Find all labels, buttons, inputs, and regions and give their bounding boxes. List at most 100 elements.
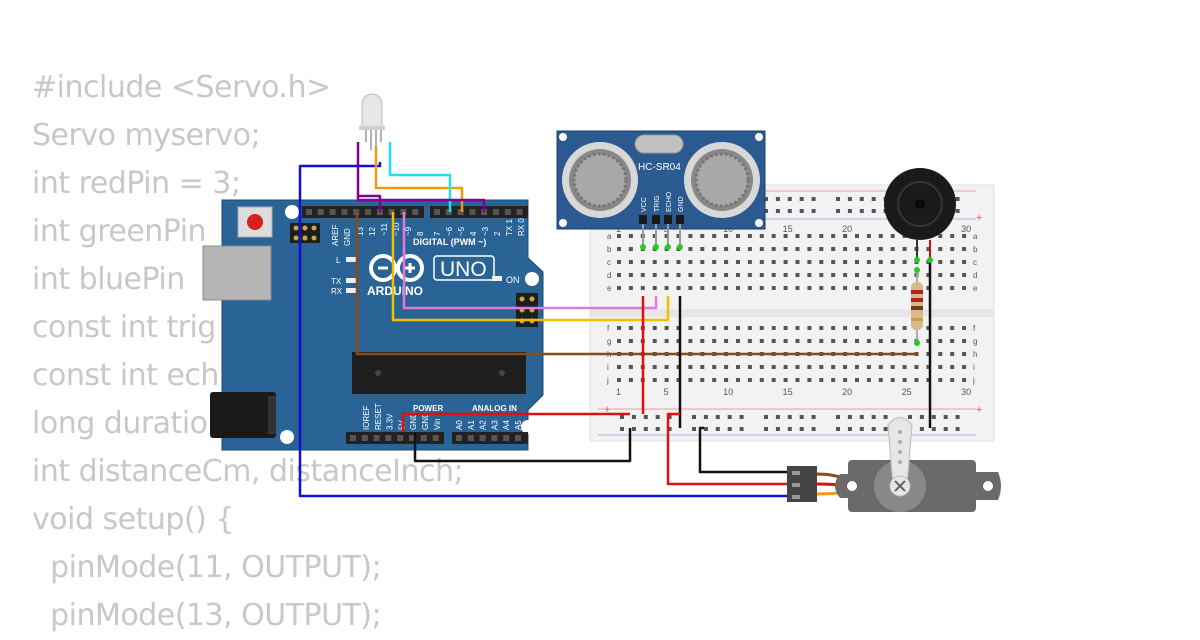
arduino-uno: L TX RX ON UNO ARDUINO DIGITAL (PWM ~) P…	[202, 199, 544, 451]
rail-plus-label-bottom: +	[976, 404, 982, 416]
row-label: e	[973, 284, 978, 293]
code-line: const int ech	[32, 358, 219, 393]
arduino-logo	[369, 254, 424, 282]
row-label: d	[607, 271, 611, 280]
code-listing: #include <Servo.h> Servo myservo; int redP…	[32, 64, 464, 640]
wire-red-5v	[401, 412, 630, 432]
row-label: c	[973, 258, 977, 267]
digital-pin-label: ~3	[481, 226, 490, 236]
digital-pin-label: ~10	[392, 222, 401, 236]
sensor-transducer-left	[562, 142, 638, 218]
code-line: void setup() {	[32, 502, 234, 537]
tx-led-label: TX	[331, 277, 342, 286]
digital-pin-label: ~6	[445, 226, 454, 236]
servo-connector	[787, 466, 817, 502]
reset-button-cap	[247, 214, 263, 230]
wire-purple	[356, 142, 382, 212]
row-label: i	[607, 363, 609, 372]
digital-pin-label: ~9	[404, 226, 413, 236]
column-number: 30	[961, 224, 971, 234]
sensor-pin-label: ECHO	[666, 191, 673, 212]
power-pin-label: Vin	[433, 419, 442, 430]
wire-blue	[298, 162, 790, 498]
column-number: 1	[616, 387, 621, 397]
code-line: pinMode(13, OUTPUT);	[32, 598, 382, 633]
analog-pin-label: A2	[479, 420, 488, 430]
code-line: int redPin = 3;	[32, 166, 241, 201]
column-number: 20	[842, 387, 852, 397]
power-pin-label: GND	[421, 412, 430, 430]
digital-pin-label: RX 0	[517, 218, 526, 236]
row-label: c	[607, 258, 611, 267]
row-label: e	[607, 284, 612, 293]
sensor-label: HC-SR04	[638, 162, 681, 173]
digital-label: DIGITAL (PWM ~)	[413, 237, 486, 247]
rail-plus-label: +	[976, 212, 982, 224]
wires	[298, 142, 932, 498]
code-line: #include <Servo.h>	[32, 70, 331, 105]
column-number: 15	[783, 224, 793, 234]
on-led-label: ON	[506, 275, 520, 285]
row-label: b	[973, 245, 978, 254]
analog-pin-label: A1	[467, 420, 476, 430]
digital-pin-label: 2	[493, 231, 502, 236]
row-label: d	[973, 271, 977, 280]
row-label: i	[973, 363, 975, 372]
power-jack	[210, 392, 276, 438]
sensor-pin-label: GND	[678, 196, 685, 212]
row-label: h	[973, 350, 977, 359]
row-label: g	[973, 337, 977, 346]
row-label: f	[607, 324, 610, 333]
row-label: a	[607, 232, 612, 241]
sensor-pin-label: TRIG	[654, 195, 661, 212]
analog-pin-label: A5	[514, 420, 523, 430]
code-line: const int trig	[32, 310, 216, 345]
column-number: 5	[664, 387, 669, 397]
digital-pin-label: 12	[368, 227, 377, 236]
usb-connector	[202, 245, 272, 301]
board-model: UNO	[440, 258, 487, 281]
gnd-label: GND	[343, 228, 352, 246]
digital-pin-label: ~5	[457, 226, 466, 236]
code-line: Servo myservo;	[32, 118, 261, 153]
row-label: b	[607, 245, 612, 254]
digital-pin-label: TX 1	[505, 219, 514, 236]
wire-violet	[402, 212, 658, 310]
row-label: j	[606, 376, 609, 385]
l-led-label: L	[336, 256, 341, 265]
rgb-led	[359, 93, 385, 150]
power-header	[346, 432, 444, 444]
column-number: 30	[961, 387, 971, 397]
code-line: pinMode(11, OUTPUT);	[32, 550, 382, 585]
digital-pin-label: 13	[356, 227, 365, 236]
power-pin-label: 3.3V	[386, 413, 395, 430]
sensor-transducer-right	[684, 142, 760, 218]
digital-pin-label: 4	[469, 231, 478, 236]
row-label: a	[973, 232, 978, 241]
rx-led-label: RX	[331, 287, 343, 296]
digital-pin-label: 7	[433, 231, 442, 236]
code-line: long duratio	[32, 406, 208, 441]
analog-pin-label: A3	[490, 420, 499, 430]
power-pin-label: GND	[409, 412, 418, 430]
analog-pin-label: A0	[455, 420, 464, 430]
hc-sr04-sensor: HC-SR04 VCC TRIG ECHO GND	[556, 130, 766, 247]
column-number: 15	[783, 387, 793, 397]
piezo-buzzer	[884, 168, 956, 260]
sensor-pin-label: VCC	[641, 197, 648, 212]
wire-cyan	[388, 142, 452, 212]
analog-pin-label: A4	[502, 420, 511, 430]
digital-pin-label: 8	[416, 231, 425, 236]
resistor	[911, 270, 923, 345]
code-line: int bluePin	[32, 262, 185, 297]
row-label: g	[607, 337, 611, 346]
digital-header-right	[430, 206, 528, 218]
servo-motor	[787, 417, 1001, 512]
row-label: f	[973, 324, 976, 333]
power-label: POWER	[413, 404, 443, 413]
connection-dots	[640, 244, 933, 346]
rail-plus-label-left: +	[604, 404, 610, 416]
analog-label: ANALOG IN	[472, 404, 517, 413]
power-pin-label: IOREF	[362, 405, 371, 430]
